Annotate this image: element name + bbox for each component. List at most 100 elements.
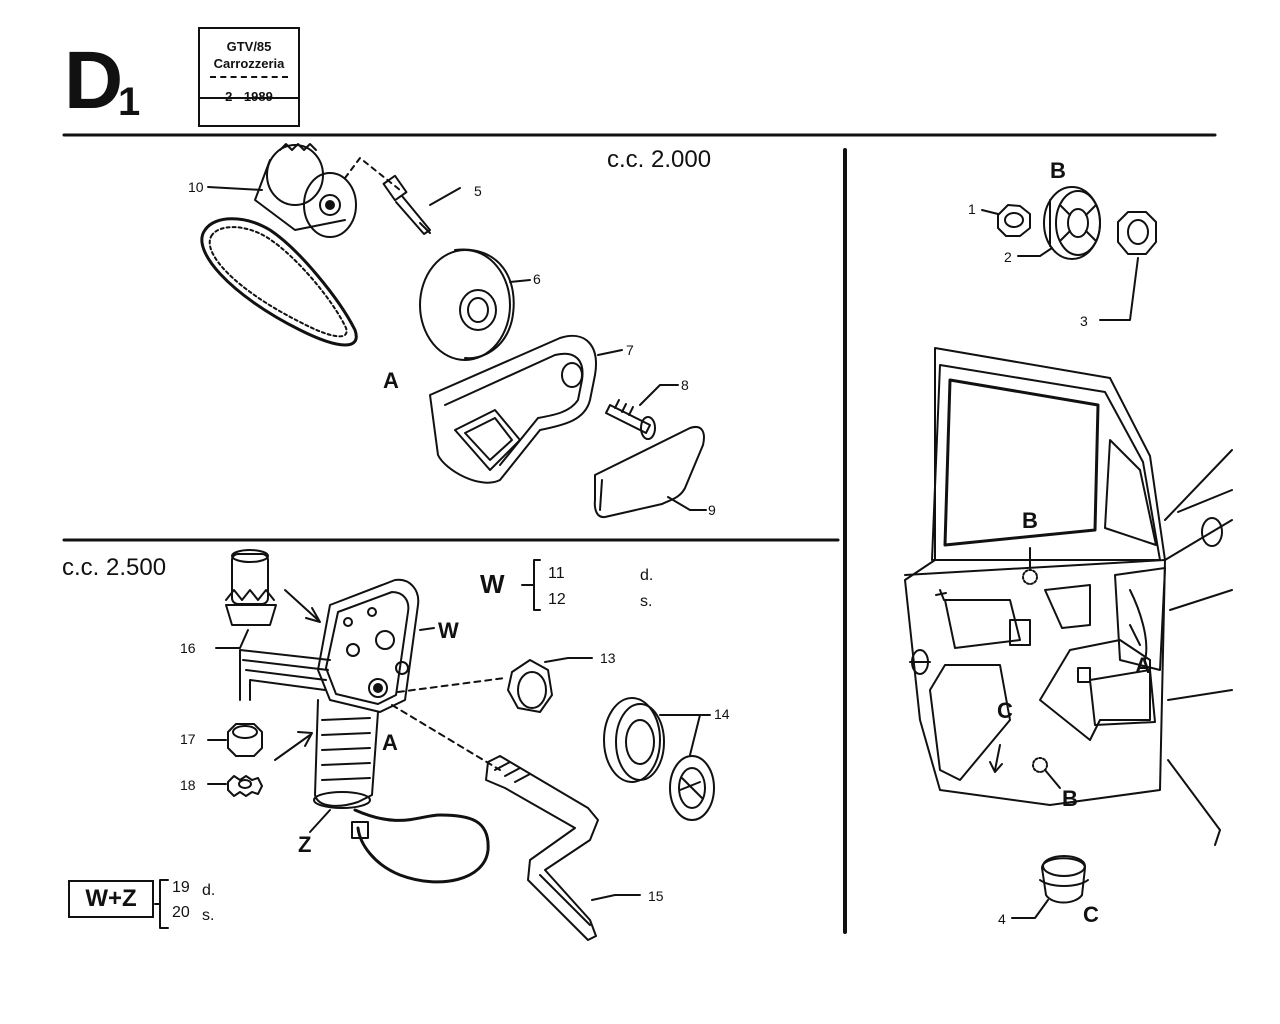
- leader-6: [509, 279, 531, 283]
- w-item-11-number: 11: [548, 565, 565, 582]
- nut-17-drawing: [227, 723, 263, 757]
- door-label-b-bottom: B: [1062, 786, 1078, 811]
- title-separator: [210, 76, 288, 78]
- leader-a: [1129, 624, 1141, 646]
- harness-drawing: [353, 808, 490, 884]
- leader-5: [429, 187, 461, 206]
- callout-9: 9: [708, 502, 716, 518]
- arrow-line-2: [274, 734, 311, 761]
- dashed-connector-13: [397, 677, 506, 693]
- arrow-line-1: [284, 589, 319, 621]
- arrow-c-line: [994, 744, 1001, 771]
- belt-teeth: [208, 226, 348, 338]
- callout-6: 6: [533, 271, 541, 287]
- callout-10: 10: [188, 179, 204, 195]
- crank-15-drawing: [485, 755, 599, 941]
- leader-3: [1099, 257, 1139, 321]
- w-group-label: W: [480, 569, 505, 599]
- wz-item-20-number: 20: [172, 904, 190, 921]
- leader-1: [981, 209, 999, 215]
- wz-group-label: W+Z: [68, 880, 154, 918]
- w-item-11-side: d.: [640, 567, 654, 584]
- arrow-c-head: [989, 761, 1003, 773]
- leader-10: [207, 186, 263, 191]
- nut-1-drawing: [997, 204, 1031, 237]
- door-label-c-bottom: C: [1083, 902, 1099, 927]
- top-left-title: c.c. 2.000: [607, 146, 712, 173]
- callout-5: 5: [474, 183, 482, 199]
- washer-18-drawing: [227, 775, 263, 797]
- leader-9: [667, 496, 707, 511]
- model-label: GTV/85: [226, 39, 272, 54]
- callout-8: 8: [681, 377, 689, 393]
- door-label-c-arrow: C: [997, 698, 1013, 723]
- callout-7: 7: [626, 342, 634, 358]
- body-hole-drawing: [1201, 517, 1223, 547]
- w-item-12-side: s.: [640, 593, 653, 610]
- callout-13: 13: [600, 650, 616, 666]
- callout-17: 17: [180, 731, 196, 747]
- belt-drawing: [200, 217, 358, 347]
- cover-9-drawing: [593, 426, 705, 519]
- wz-item-19-number: 19: [172, 879, 190, 896]
- leader-4: [1011, 899, 1049, 919]
- section-number: 1: [118, 80, 141, 124]
- wz-item-19-side: d.: [202, 882, 216, 899]
- section-letter: D: [64, 35, 123, 126]
- callout-1: 1: [968, 201, 976, 217]
- nut-3-drawing: [1117, 211, 1157, 255]
- arrow-head-1: [305, 607, 321, 623]
- leader-14: [659, 714, 711, 756]
- leader-2: [1017, 247, 1053, 257]
- w-item-12-number: 12: [548, 591, 566, 608]
- dashed-connector-5: [344, 157, 401, 191]
- wz-item-20-side: s.: [202, 907, 215, 924]
- leader-7: [597, 349, 623, 356]
- door-drawing: [904, 347, 1166, 806]
- plug-4-drawing: [1039, 855, 1089, 904]
- body-edge-drawing: [1164, 449, 1233, 846]
- callout-18: 18: [180, 777, 196, 793]
- cables-drawing: [239, 649, 331, 701]
- title-rule: [200, 97, 298, 99]
- door-label-b-top: B: [1022, 508, 1038, 533]
- leader-w: [419, 627, 435, 631]
- leader-z: [309, 809, 331, 833]
- arrow-head-2: [297, 731, 313, 747]
- z-marker: Z: [298, 832, 312, 857]
- bracket-w: [521, 559, 541, 611]
- bezel-7-drawing: [429, 334, 597, 484]
- callout-3: 3: [1080, 313, 1088, 329]
- leader-13: [544, 657, 593, 663]
- handle-cup-6-drawing: [419, 248, 515, 361]
- w-marker: W: [438, 618, 459, 643]
- pulley-2-drawing: [1043, 186, 1101, 260]
- leader-8: [639, 384, 679, 406]
- leader-16: [215, 629, 249, 649]
- pinion-16-drawing: [225, 549, 277, 626]
- motor-z-drawing: [313, 699, 379, 809]
- connector-drawing: [351, 821, 369, 839]
- callout-14: 14: [714, 706, 730, 722]
- top-left-view-letter: A: [383, 368, 399, 393]
- window-motor-drawing: [254, 143, 357, 238]
- callout-2: 2: [1004, 249, 1012, 265]
- screw-5-drawing: [382, 174, 431, 235]
- dashed-connector-15: [391, 704, 501, 771]
- bushing-13-drawing: [507, 659, 553, 713]
- group-label: Carrozzeria: [213, 56, 285, 71]
- leader-b-bottom: [1044, 769, 1061, 789]
- regulator-plate-drawing: [317, 578, 420, 713]
- screw-8-drawing: [605, 399, 656, 440]
- escutcheon-14-drawing: [603, 697, 715, 821]
- date-label: 2 - 1989: [225, 89, 273, 104]
- detail-letter-b: B: [1050, 158, 1066, 183]
- callout-16: 16: [180, 640, 196, 656]
- bottom-left-view-letter: A: [382, 730, 398, 755]
- title-box: GTV/85 Carrozzeria 2 - 1989: [198, 27, 300, 127]
- leader-15: [591, 894, 641, 901]
- callout-15: 15: [648, 888, 664, 904]
- bottom-left-title: c.c. 2.500: [62, 554, 167, 581]
- bracket-wz: [154, 879, 169, 929]
